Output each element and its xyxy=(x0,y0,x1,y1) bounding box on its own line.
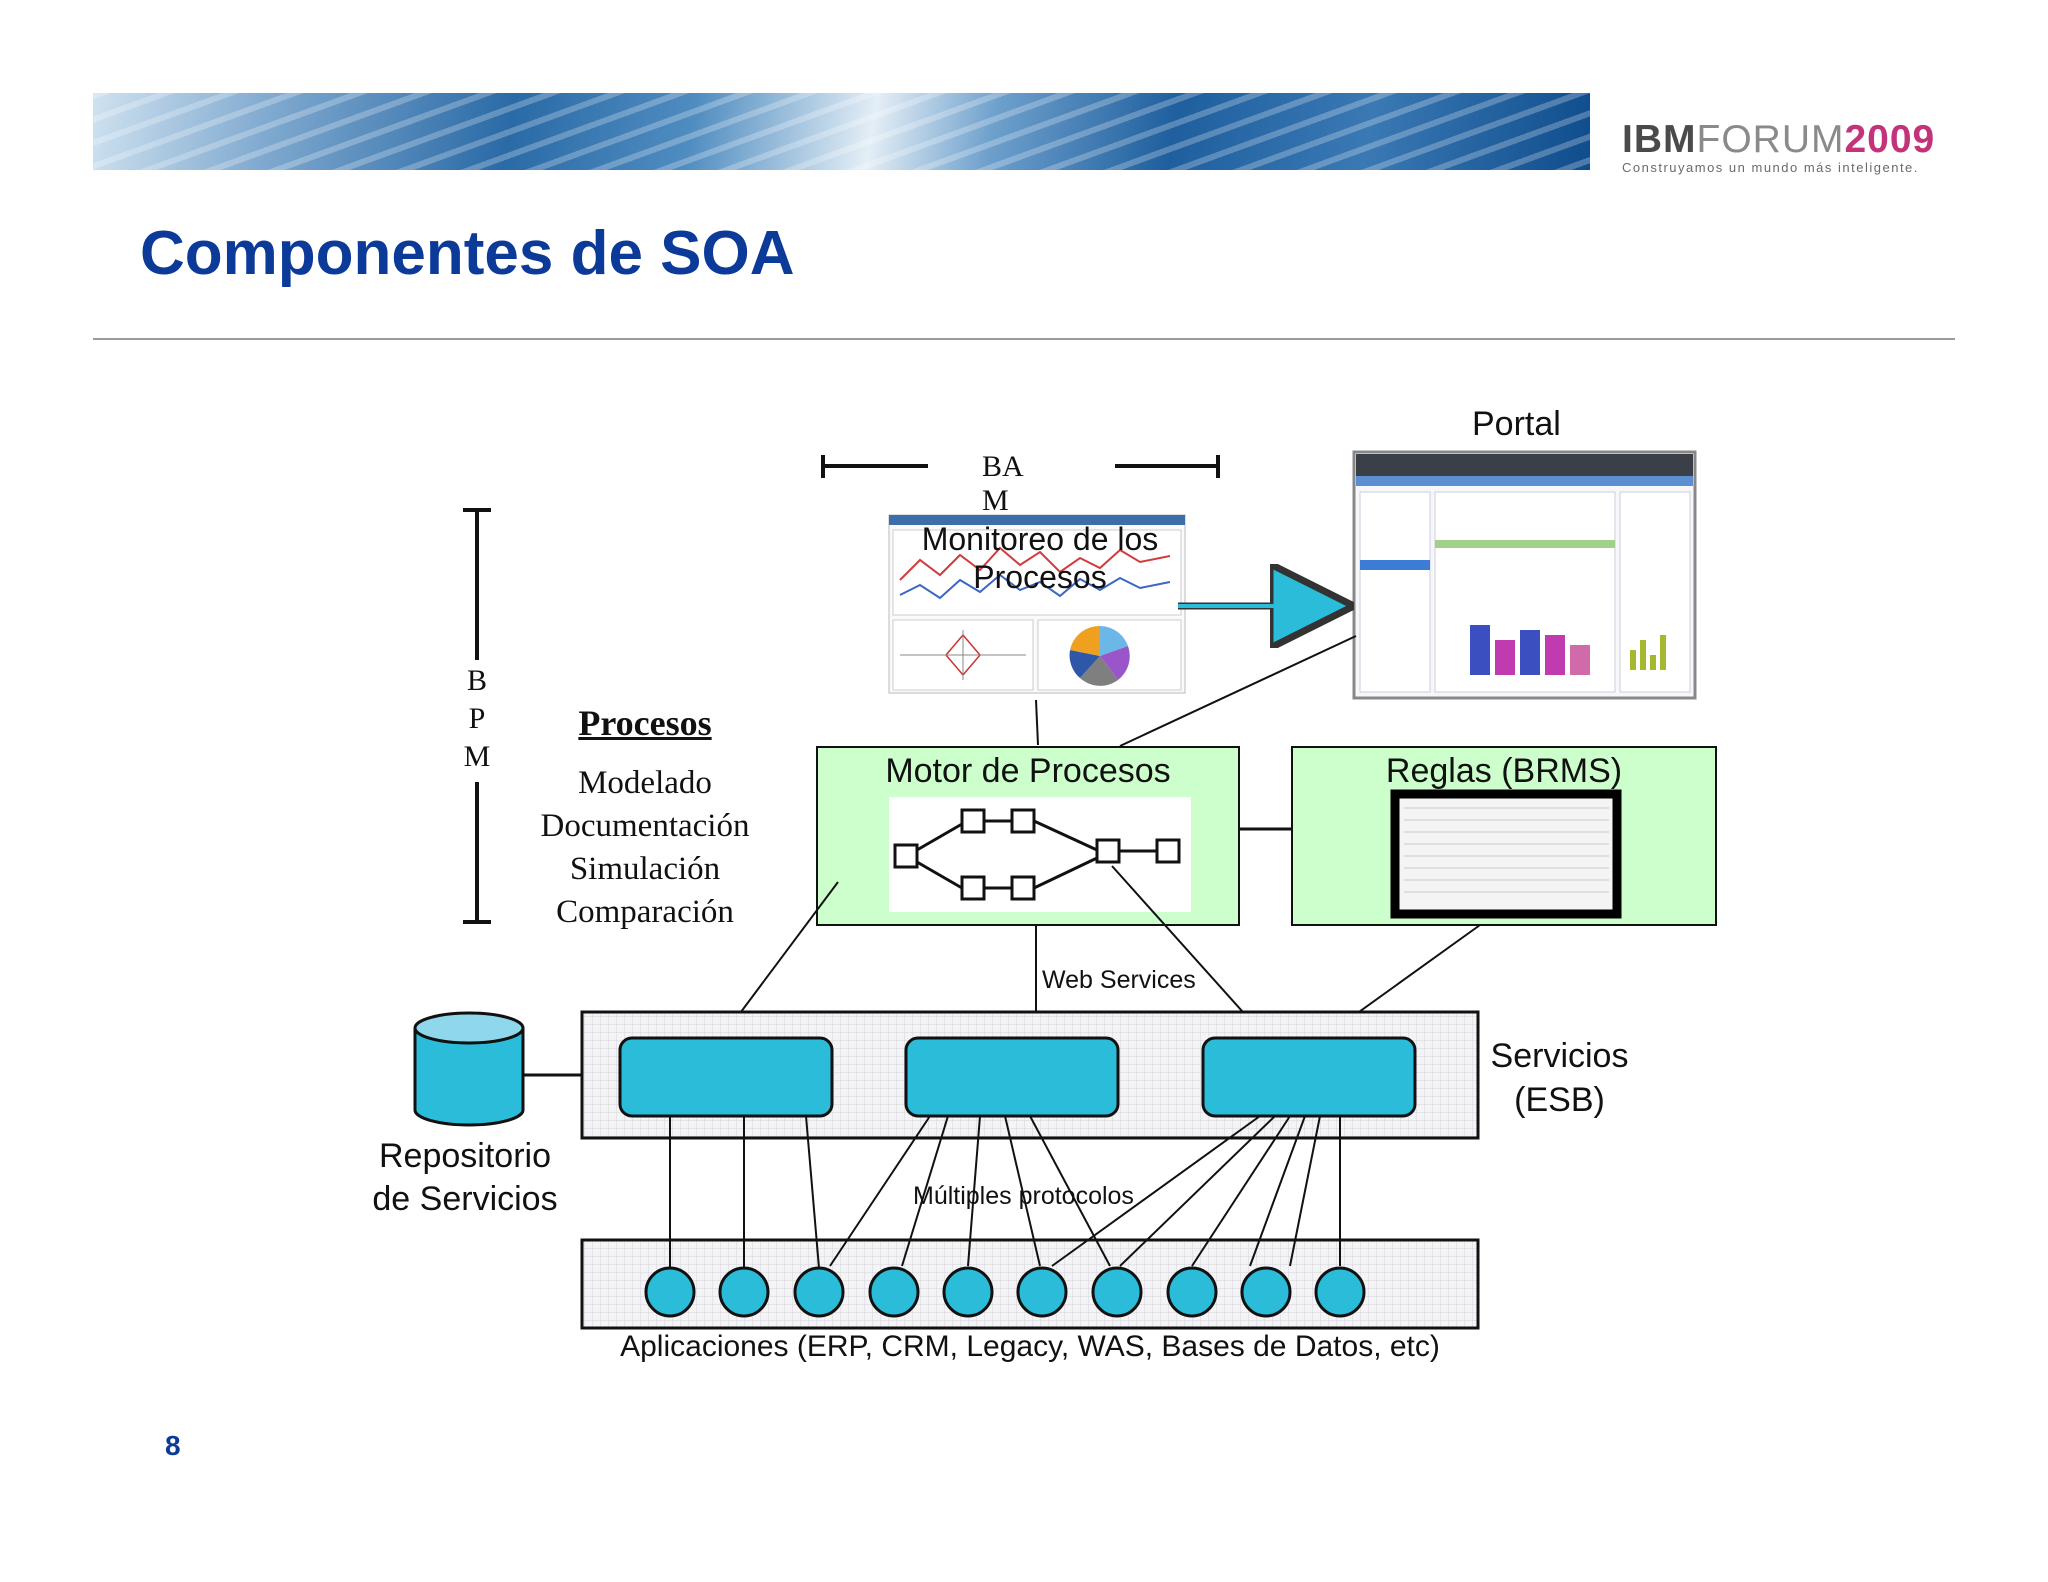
application-node xyxy=(1016,1266,1068,1318)
portal-label: Portal xyxy=(1472,405,1561,443)
protocol-connections xyxy=(669,1115,1341,1269)
application-node xyxy=(1240,1266,1292,1318)
process-flow-icon xyxy=(893,808,1181,901)
application-node xyxy=(644,1266,696,1318)
title-divider xyxy=(93,338,1955,340)
procesos-item: Modelado xyxy=(578,765,712,801)
application-node xyxy=(1166,1266,1218,1318)
repositorio-label: Repositorio de Servicios xyxy=(372,1137,558,1218)
aplicaciones-label: Aplicaciones (ERP, CRM, Legacy, WAS, Bas… xyxy=(620,1330,1440,1363)
web-services-label: Web Services xyxy=(1042,966,1196,994)
application-node xyxy=(942,1266,994,1318)
esb-service-node xyxy=(1201,1036,1417,1118)
procesos-item: Simulación xyxy=(569,851,721,887)
bpm-label: B P M xyxy=(463,664,491,773)
application-node xyxy=(718,1266,770,1318)
procesos-list: Modelado Documentación Simulación Compar… xyxy=(500,762,790,934)
application-node xyxy=(1091,1266,1143,1318)
application-node xyxy=(868,1266,920,1318)
procesos-item: Documentación xyxy=(540,808,750,844)
header-banner-image xyxy=(93,93,1590,170)
motor-label: Motor de Procesos xyxy=(885,752,1171,790)
esb-service-node xyxy=(904,1036,1120,1118)
bpm-bracket xyxy=(463,508,491,924)
pie-chart-icon xyxy=(1069,625,1130,686)
servicios-esb-label: Servicios (ESB) xyxy=(1490,1037,1629,1119)
protocolos-label: Múltiples protocolos xyxy=(913,1182,1134,1210)
logo-tagline: Construyamos un mundo más inteligente. xyxy=(1622,160,1919,175)
monitoring-label: Monitoreo de los Procesos xyxy=(921,521,1159,595)
repository-database-icon xyxy=(413,1011,525,1127)
application-node xyxy=(1314,1266,1366,1318)
application-node xyxy=(793,1266,845,1318)
brms-screenshot-image xyxy=(1390,789,1622,919)
esb-service-node xyxy=(618,1036,834,1118)
procesos-heading: Procesos xyxy=(578,703,712,743)
reglas-label: Reglas (BRMS) xyxy=(1385,752,1623,790)
portal-screenshot-image xyxy=(1352,450,1697,700)
slide-title: Componentes de SOA xyxy=(140,219,795,288)
ibm-forum-logo: IBMFORUM2009 xyxy=(1622,118,1936,161)
bam-label: BA M xyxy=(982,450,1024,517)
bam-bracket xyxy=(821,455,1220,478)
monitoring-dashboard-image xyxy=(888,514,1186,694)
procesos-item: Comparación xyxy=(556,894,734,930)
page-number: 8 xyxy=(165,1430,181,1461)
